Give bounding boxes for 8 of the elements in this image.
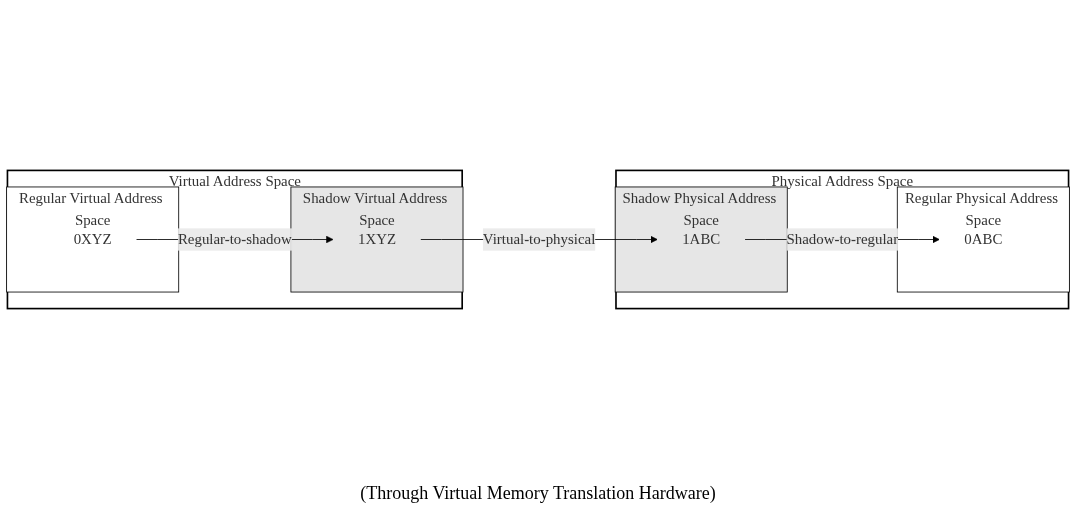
node-text: 0XYZ [73,230,112,248]
node-text: 1XYZ [357,230,396,248]
edge-label: Regular-to-shadow [177,230,292,248]
node-text: 0ABC [964,230,1003,248]
node-text: 1ABC [682,230,721,248]
edge-label: Shadow-to-regular [786,230,899,248]
edge-note: (Through Virtual Memory Translation Hardware) [360,483,716,504]
edge-label: Virtual-to-physical [482,230,596,248]
